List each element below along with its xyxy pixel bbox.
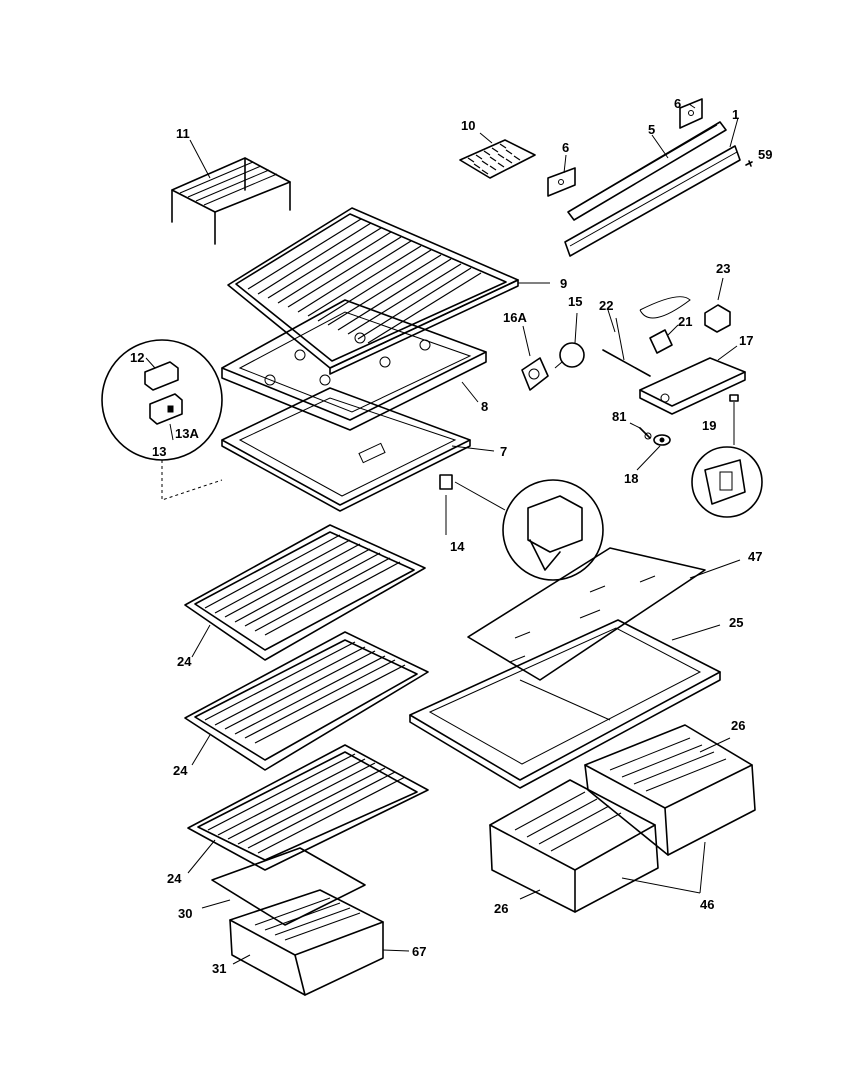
callout-6-top: 6: [674, 96, 681, 111]
wire-shelf-part-24-top: [184, 524, 426, 661]
switch-part-14: [439, 474, 604, 581]
callout-7: 7: [500, 444, 507, 459]
bracket-part-6-right: [679, 98, 703, 129]
wire-shelf-part-24-bottom: [187, 744, 429, 871]
callout-8: 8: [481, 399, 488, 414]
callout-26-left: 26: [494, 901, 508, 916]
egg-tray-part-10: [459, 139, 536, 179]
thermostat-part-21: [639, 296, 691, 354]
top-shelf-part-9: [227, 207, 519, 375]
screw-part-81: [639, 427, 652, 440]
callout-21: 21: [678, 314, 692, 329]
callout-labels: 1 5 6 6 59 10 11 9 8 7 12 13A 13 14 16A …: [130, 96, 772, 976]
rail-part-5: [567, 121, 727, 221]
callout-6-left: 6: [562, 140, 569, 155]
callout-30: 30: [178, 906, 192, 921]
callout-15: 15: [568, 294, 582, 309]
callout-23: 23: [716, 261, 730, 276]
rail-part-1: [564, 145, 741, 257]
callout-13: 13: [152, 444, 166, 459]
callout-12: 12: [130, 350, 144, 365]
sensor-part-22: [602, 317, 651, 377]
control-housing-part-8: [221, 299, 487, 431]
callout-47: 47: [748, 549, 762, 564]
callout-24-top: 24: [177, 654, 192, 669]
callout-25: 25: [729, 615, 743, 630]
callout-26-right: 26: [731, 718, 745, 733]
callout-31: 31: [212, 961, 226, 976]
callout-9: 9: [560, 276, 567, 291]
callout-17: 17: [739, 333, 753, 348]
crisper-drawer-part-26-right: [584, 724, 756, 856]
bulb-part-15: [554, 342, 585, 369]
crisper-frame-part-25: [409, 619, 721, 789]
screw-part-59: [745, 160, 753, 167]
glass-panel-part-47: [467, 547, 706, 681]
callout-67: 67: [412, 944, 426, 959]
control-part-23: [704, 304, 731, 333]
callout-81: 81: [612, 409, 626, 424]
crisper-drawer-part-26-left: [489, 779, 659, 913]
knob-part-18: [653, 434, 671, 446]
wire-shelf-part-24-middle: [184, 631, 429, 771]
meat-drawer-part-31: [229, 889, 384, 996]
callout-19: 19: [702, 418, 716, 433]
socket-part-16a: [521, 357, 549, 391]
callout-11: 11: [176, 126, 190, 141]
callout-13a: 13A: [175, 426, 199, 441]
detail-circle-12-13: [101, 339, 223, 501]
callout-59: 59: [758, 147, 772, 162]
callout-1: 1: [732, 107, 739, 122]
light-housing-part-17: [639, 357, 746, 415]
callout-5: 5: [648, 122, 655, 137]
switch-detail-part-19: [691, 394, 763, 518]
cover-panel-part-7: [221, 387, 471, 512]
callout-22: 22: [599, 298, 613, 313]
callout-18: 18: [624, 471, 638, 486]
leader-lines: [145, 103, 741, 965]
bracket-part-6-left: [547, 167, 576, 197]
wire-rack-part-11: [171, 157, 291, 245]
callout-16a: 16A: [503, 310, 527, 325]
callout-46: 46: [700, 897, 714, 912]
callout-24-middle: 24: [173, 763, 188, 778]
callout-14: 14: [450, 539, 465, 554]
callout-10: 10: [461, 118, 475, 133]
callout-24-bottom: 24: [167, 871, 182, 886]
